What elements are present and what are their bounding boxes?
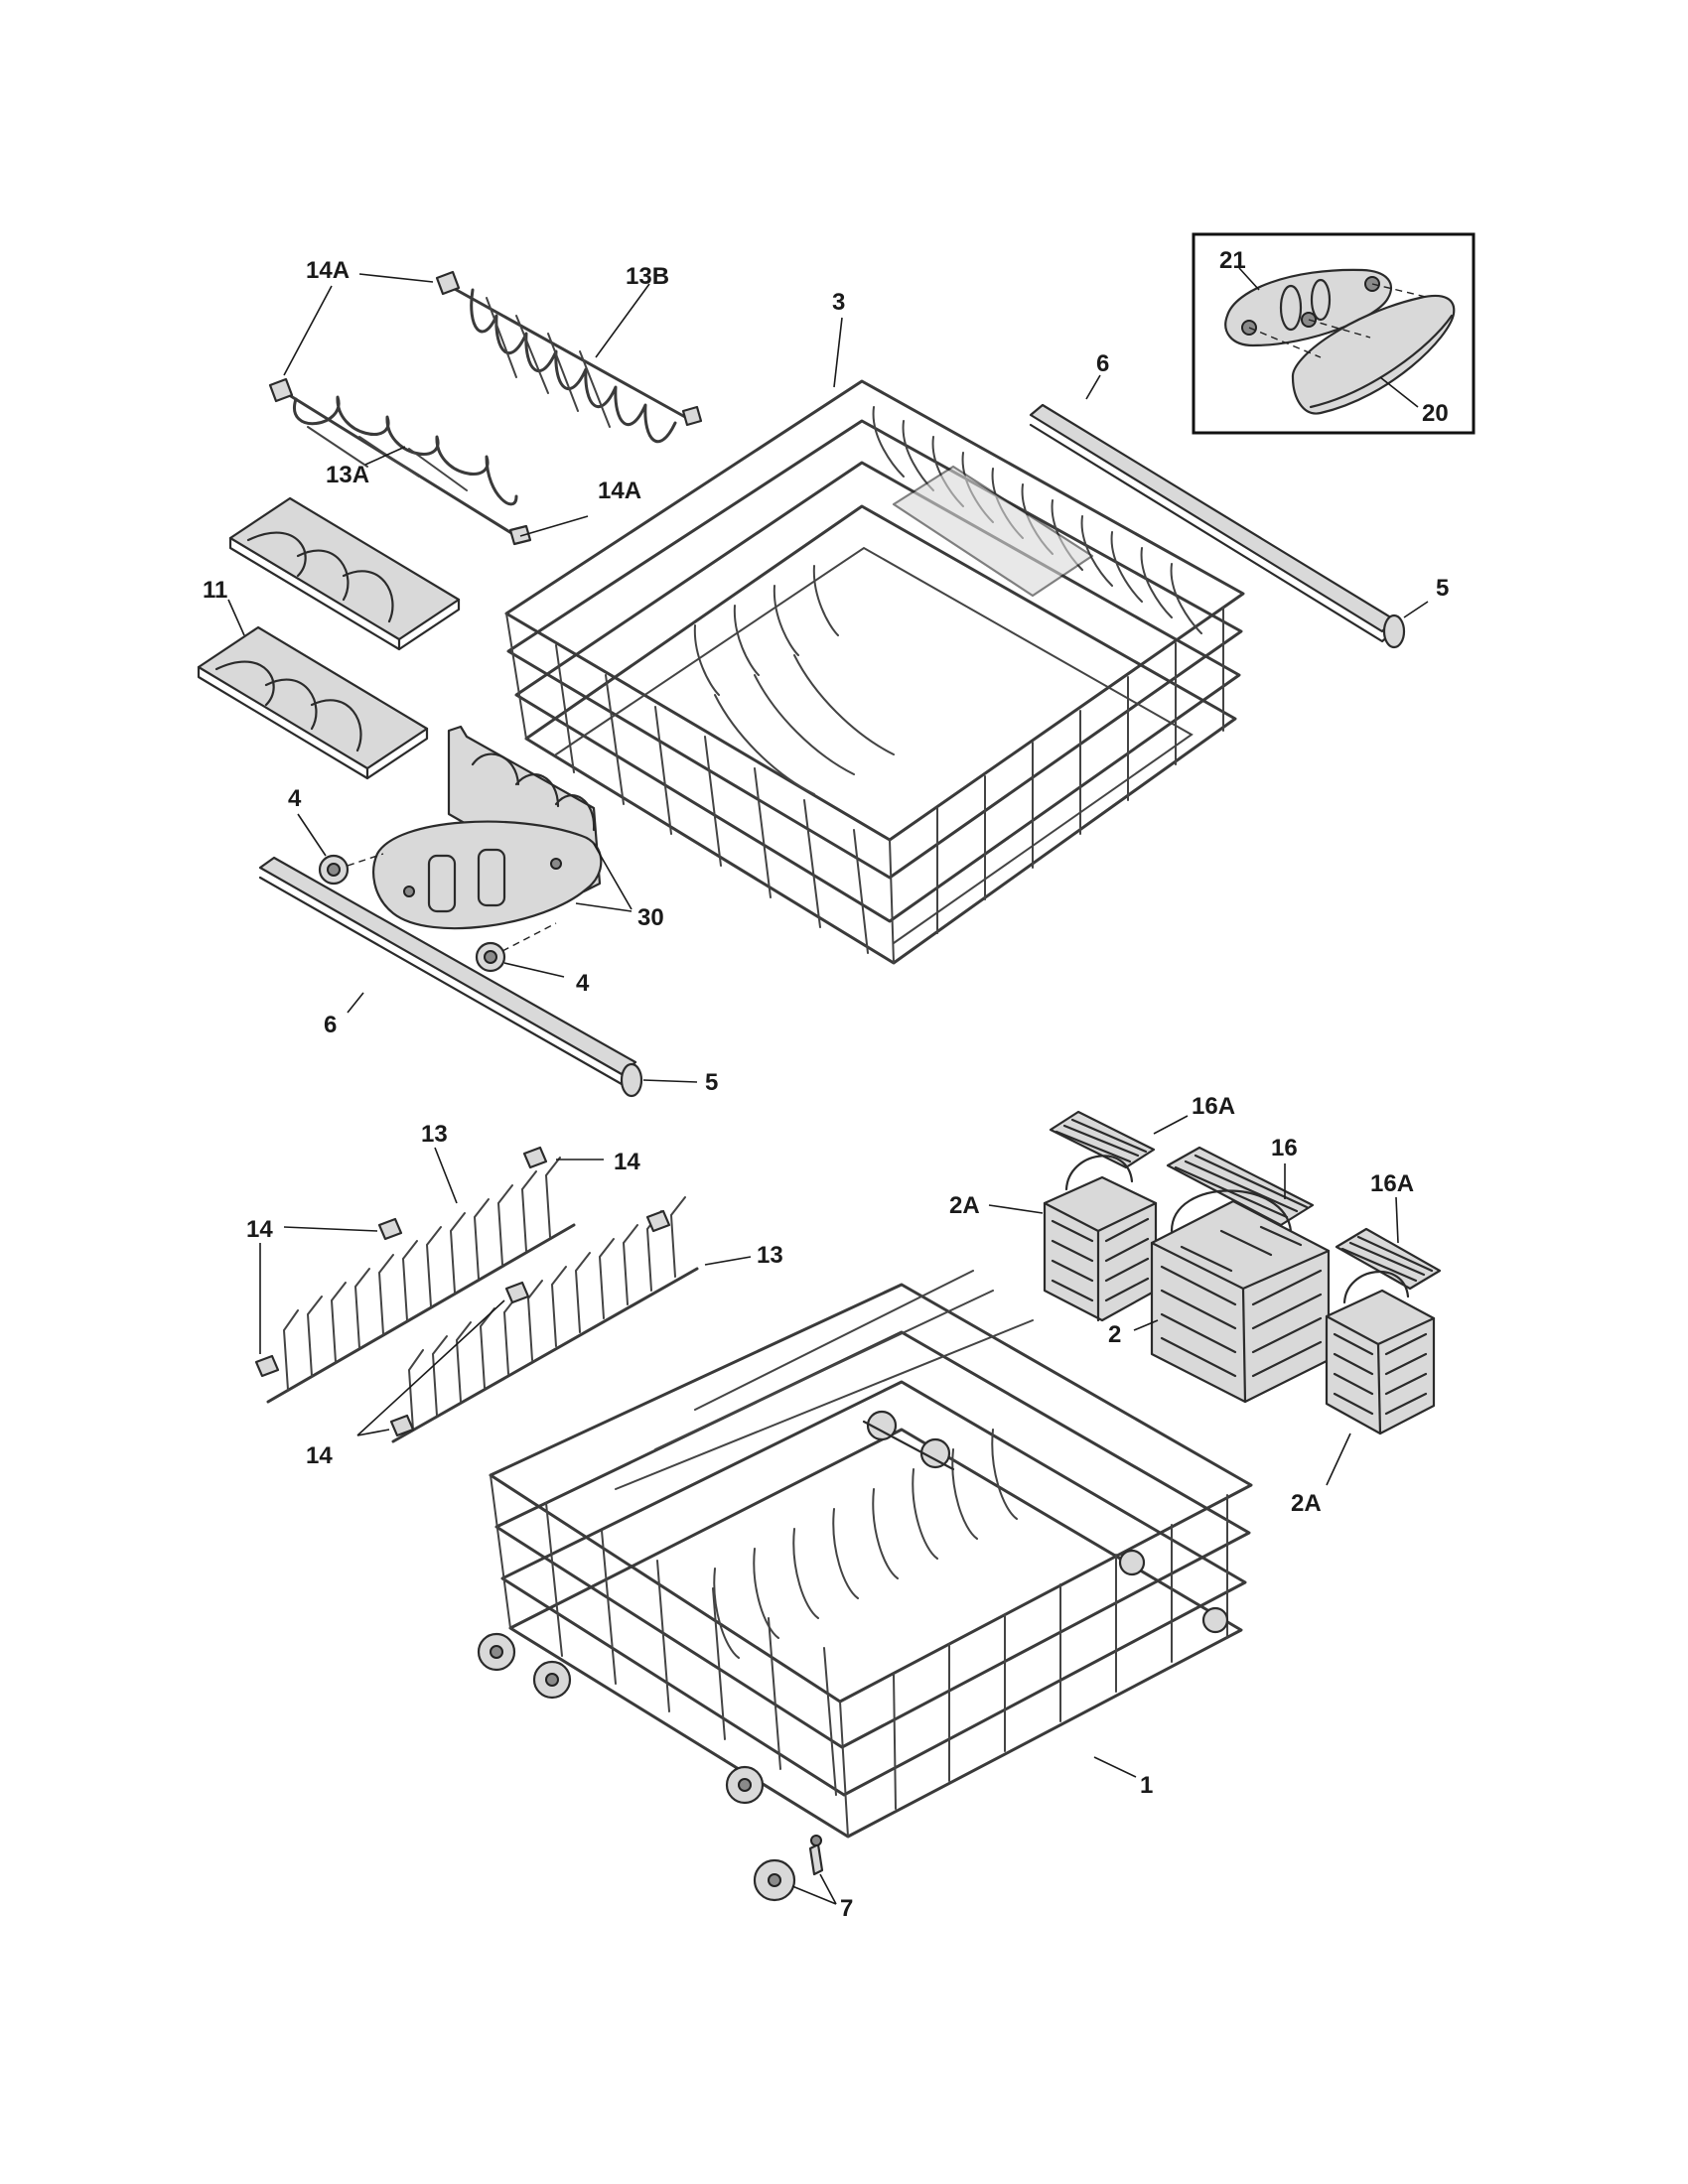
- callout-13-right: 13: [757, 1242, 783, 1269]
- part-6-rail-upper: [1029, 403, 1396, 643]
- callout-14-left: 14: [246, 1216, 273, 1243]
- callout-16: 16: [1271, 1135, 1298, 1161]
- callout-30: 30: [637, 904, 664, 931]
- part-5-end-cap-upper: [1382, 614, 1406, 649]
- part-13-tine-row-top: [266, 1157, 576, 1404]
- part-16A-lid-right: [1335, 1227, 1442, 1291]
- part-13B-tine-row: [451, 286, 687, 444]
- part-1-lower-rack: [477, 1270, 1253, 1839]
- callout-13-top: 13: [421, 1121, 448, 1148]
- part-3-upper-rack: [504, 379, 1245, 965]
- callout-2A-bottom: 2A: [1291, 1490, 1322, 1517]
- callout-11: 11: [203, 577, 227, 604]
- callout-6-top: 6: [1096, 350, 1109, 377]
- callout-4-right: 4: [576, 970, 590, 997]
- callout-2A-top: 2A: [949, 1192, 980, 1219]
- callout-5-bottom: 5: [705, 1069, 718, 1096]
- callout-14-bottom: 14: [306, 1442, 333, 1469]
- part-13-tine-row-bottom: [391, 1196, 699, 1443]
- callout-6-bottom: 6: [324, 1012, 337, 1038]
- callout-16A-right: 16A: [1370, 1170, 1414, 1197]
- part-20-handle-cover: [1291, 294, 1456, 415]
- part-2A-basket-right: [1325, 1271, 1436, 1435]
- callout-21: 21: [1219, 247, 1246, 274]
- callout-14-topright: 14: [614, 1149, 640, 1175]
- callout-5-top: 5: [1436, 575, 1449, 602]
- callout-2: 2: [1108, 1321, 1121, 1348]
- part-16A-lid-top: [1049, 1110, 1156, 1169]
- part-4-wheel-left: [318, 854, 350, 886]
- part-14-clips: [254, 1146, 671, 1437]
- part-4-wheel-right: [475, 941, 506, 973]
- callout-20: 20: [1422, 400, 1449, 427]
- part-5-end-cap-lower: [620, 1062, 643, 1098]
- part-2A-basket-left: [1043, 1155, 1158, 1322]
- part-14A-clips: [268, 270, 703, 546]
- callout-14A-mid: 14A: [598, 478, 641, 504]
- callout-16A-top: 16A: [1192, 1093, 1235, 1120]
- part-11-cup-shelf-lower: [197, 625, 429, 780]
- part-2-basket: [1150, 1189, 1331, 1404]
- part-30-handle-oval: [372, 820, 603, 930]
- part-11-cup-shelf-upper: [228, 496, 461, 651]
- callout-3: 3: [832, 289, 845, 316]
- callout-14A-top: 14A: [306, 257, 350, 284]
- callout-13B: 13B: [626, 263, 669, 290]
- part-7-wheel-and-axle: [753, 1835, 824, 1902]
- callout-1: 1: [1140, 1772, 1153, 1799]
- part-13A-tine-row: [284, 391, 518, 538]
- callout-7: 7: [840, 1895, 853, 1922]
- inset-box: 21 20: [1192, 232, 1476, 435]
- callout-13A: 13A: [326, 462, 369, 488]
- callout-4-left: 4: [288, 785, 302, 812]
